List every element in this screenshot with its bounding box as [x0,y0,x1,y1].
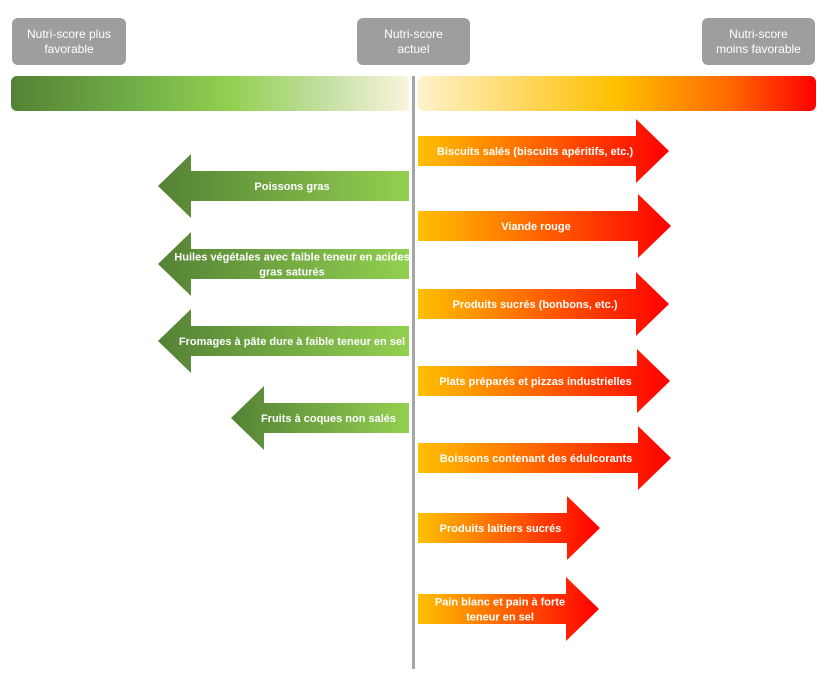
favorable-arrow [158,232,409,296]
unfavorable-arrow [418,272,669,336]
unfavorable-arrow-label: Produits sucrés (bonbons, etc.) [452,299,617,311]
unfavorable-arrow [418,496,600,560]
favorable-arrow-label: Fruits à coques non salés [261,413,396,425]
unfavorable-arrow-label: Produits laitiers sucrés [440,523,562,535]
unfavorable-arrow-label: Biscuits salés (biscuits apéritifs, etc.… [437,146,634,158]
favorable-arrow [231,386,409,450]
unfavorable-arrow [418,349,670,413]
unfavorable-arrow [418,119,669,183]
unfavorable-arrow [418,426,671,490]
unfavorable-gradient-bar [418,76,816,111]
unfavorable-arrow [418,577,599,641]
less-favorable-label: Nutri-score moins favorable [702,18,815,65]
favorable-gradient-bar [11,76,409,111]
unfavorable-arrow-label: teneur en sel [466,612,534,624]
current-score-label: Nutri-score actuel [357,18,470,65]
unfavorable-arrow-label: Viande rouge [501,221,570,233]
unfavorable-arrow-label: Pain blanc et pain à forte [435,597,565,609]
unfavorable-arrow [418,194,671,258]
more-favorable-label: Nutri-score plus favorable [12,18,126,65]
favorable-arrow-label: Poissons gras [254,181,329,193]
favorable-arrow-label: Huiles végétales avec faible teneur en a… [174,252,409,264]
favorable-arrow-label: gras saturés [259,267,324,279]
unfavorable-arrows: Biscuits salés (biscuits apéritifs, etc.… [418,119,671,641]
favorable-arrow [158,309,409,373]
favorable-arrow-label: Fromages à pâte dure à faible teneur en … [179,336,405,348]
unfavorable-arrow-label: Plats préparés et pizzas industrielles [439,376,632,388]
current-score-divider [412,76,415,669]
favorable-arrow [158,154,409,218]
unfavorable-arrow-label: Boissons contenant des édulcorants [440,453,633,465]
